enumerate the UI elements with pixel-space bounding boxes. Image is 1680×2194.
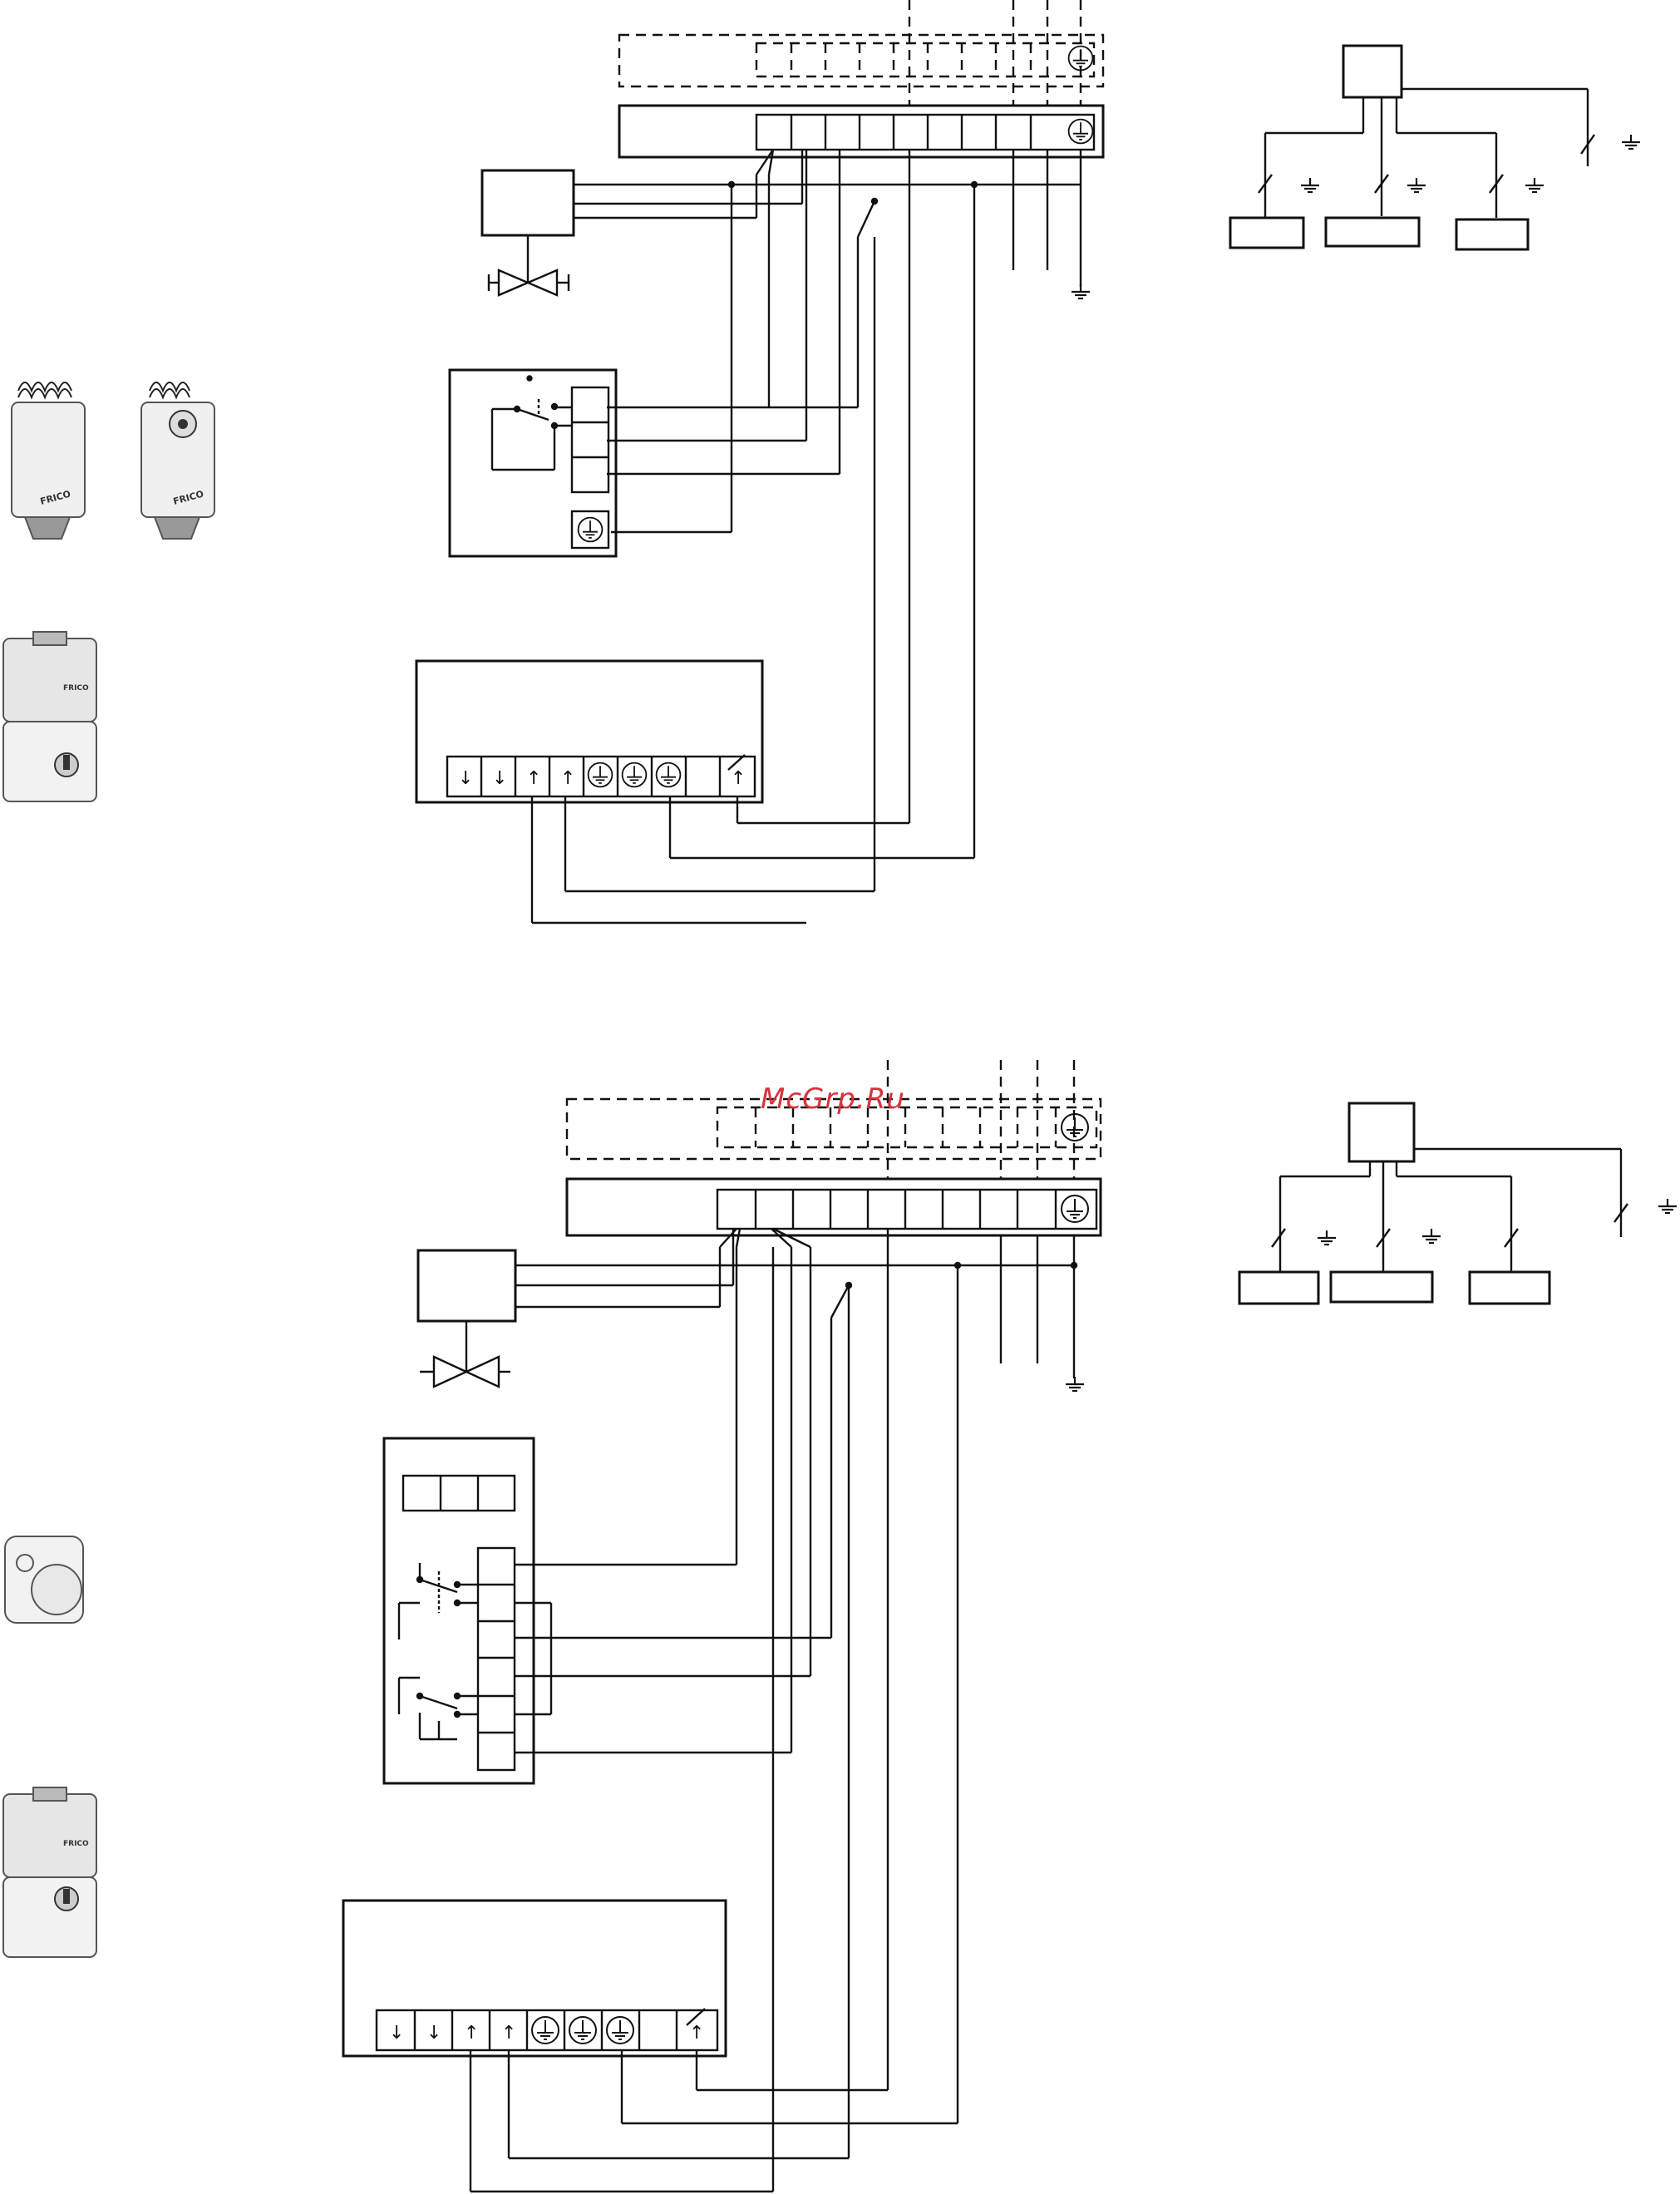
damper-actuator-photo-bottom: FRICO [3, 1787, 96, 1957]
up-arrow-4: ↑ [464, 2023, 479, 2044]
damper-actuator-photo-top: FRICO [3, 632, 96, 801]
watermark: McGrp.Ru [761, 1082, 905, 1116]
capillary-thermostat-dial-photo: FRICO [141, 382, 214, 539]
room-thermostat-photo [5, 1536, 83, 1623]
bottom-valve-actuator-box [418, 1250, 515, 1321]
top-diagram [416, 0, 1640, 923]
up-arrow-1: ↑ [526, 768, 541, 789]
top-thermostat-box [450, 370, 616, 556]
top-valve-symbol [489, 235, 569, 295]
brand-mark: FRICO [63, 1840, 89, 1848]
top-valve-actuator-box [482, 170, 574, 235]
capillary-thermostat-plain-photo: FRICO [12, 382, 85, 539]
down-arrow-2: ↓ [492, 768, 507, 789]
bottom-right-network [1239, 1103, 1677, 1304]
top-right-network [1230, 46, 1640, 249]
down-arrow-1: ↓ [458, 768, 473, 789]
bottom-valve-symbol [420, 1321, 510, 1387]
down-arrow-3: ↓ [389, 2023, 404, 2044]
brand-mark: FRICO [63, 684, 89, 693]
top-main-terminal-strip [619, 106, 1103, 157]
up-arrow-5: ↑ [501, 2023, 516, 2044]
down-arrow-4: ↓ [426, 2023, 441, 2044]
top-damper-arrows: ↓ ↓ ↑ ↑ ↑ [458, 768, 746, 789]
up-arrow-2: ↑ [560, 768, 575, 789]
bottom-dashed-terminal-strip [567, 1060, 1101, 1179]
bottom-room-thermostat-box [384, 1438, 551, 1783]
up-arrow-3: ↑ [731, 768, 746, 789]
bottom-diagram [343, 1060, 1677, 2192]
bottom-main-terminal-strip [567, 1179, 1101, 1235]
top-dashed-terminal-strip [619, 0, 1103, 106]
up-arrow-6: ↑ [689, 2023, 704, 2044]
